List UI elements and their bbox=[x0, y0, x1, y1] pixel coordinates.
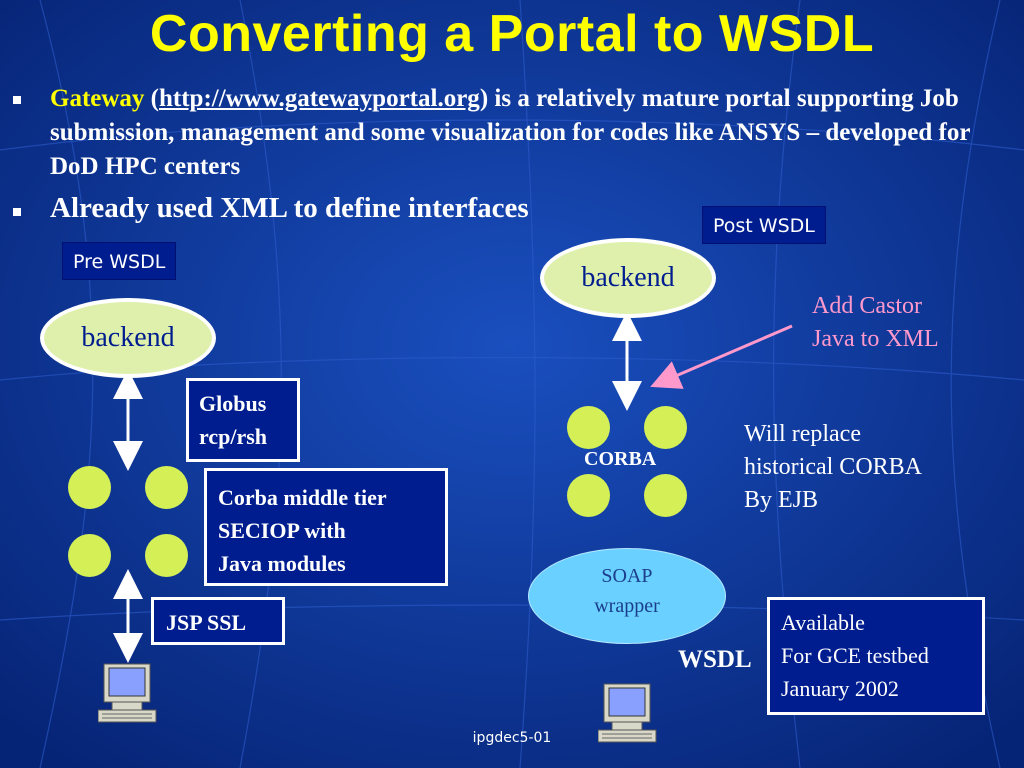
gateway-label: Gateway bbox=[50, 85, 145, 112]
corba-node bbox=[567, 406, 610, 449]
globus-box: Globus rcp/rsh bbox=[186, 378, 300, 462]
gateway-url-link[interactable]: http://www.gatewayportal.org bbox=[159, 85, 480, 112]
wsdl-label: WSDL bbox=[678, 646, 752, 673]
globus-line: Globus bbox=[199, 391, 267, 416]
bullet-marker bbox=[13, 96, 21, 104]
post-wsdl-tag: Post WSDL bbox=[702, 206, 826, 244]
paren-text: ( bbox=[144, 85, 159, 112]
pre-backend-node: backend bbox=[40, 298, 216, 378]
available-line: Available bbox=[781, 610, 865, 635]
castor-annotation: Add Castor Java to XML bbox=[812, 290, 939, 356]
castor-line: Add Castor bbox=[812, 293, 922, 319]
castor-line: Java to XML bbox=[812, 326, 939, 352]
available-box: Available For GCE testbed January 2002 bbox=[767, 597, 985, 715]
pre-wsdl-tag: Pre WSDL bbox=[62, 242, 177, 280]
jsp-ssl-box: JSP SSL bbox=[151, 597, 285, 645]
soap-wrapper-node: SOAP wrapper bbox=[528, 548, 726, 644]
corba-line: SECIOP with bbox=[218, 518, 346, 543]
bullet-marker bbox=[13, 208, 21, 216]
bullet-xml: Already used XML to define interfaces bbox=[50, 192, 529, 224]
corba-middle-tier-box: Corba middle tier SECIOP with Java modul… bbox=[204, 468, 448, 586]
corba-node bbox=[68, 534, 111, 577]
corba-node bbox=[68, 466, 111, 509]
corba-node bbox=[644, 474, 687, 517]
soap-line: SOAP bbox=[601, 565, 653, 587]
available-line: For GCE testbed bbox=[781, 643, 929, 668]
arrow-icon bbox=[650, 324, 793, 389]
bullet-gateway: Gateway (http://www.gatewayportal.org) i… bbox=[50, 82, 1000, 184]
computer-icon bbox=[98, 663, 157, 723]
globus-line: rcp/rsh bbox=[199, 424, 268, 449]
computer-icon bbox=[598, 683, 657, 743]
corba-line: Corba middle tier bbox=[218, 485, 387, 510]
available-line: January 2002 bbox=[781, 676, 899, 701]
corba-node bbox=[145, 466, 188, 509]
corba-node bbox=[145, 534, 188, 577]
corba-node bbox=[567, 474, 610, 517]
corba-node bbox=[644, 406, 687, 449]
bullet-gateway-text: ) is a relatively mature portal supporti… bbox=[50, 85, 970, 180]
replace-line: historical CORBA bbox=[744, 454, 922, 480]
slide-footer: ipgdec5-01 bbox=[472, 730, 552, 746]
soap-line: wrapper bbox=[594, 595, 660, 617]
slide-title: Converting a Portal to WSDL bbox=[149, 5, 875, 63]
replace-line: By EJB bbox=[744, 487, 819, 513]
post-backend-node: backend bbox=[540, 238, 716, 318]
replace-note: Will replace historical CORBA By EJB bbox=[744, 418, 922, 517]
replace-line: Will replace bbox=[744, 421, 861, 447]
corba-line: Java modules bbox=[218, 551, 346, 576]
corba-label: CORBA bbox=[584, 448, 657, 470]
